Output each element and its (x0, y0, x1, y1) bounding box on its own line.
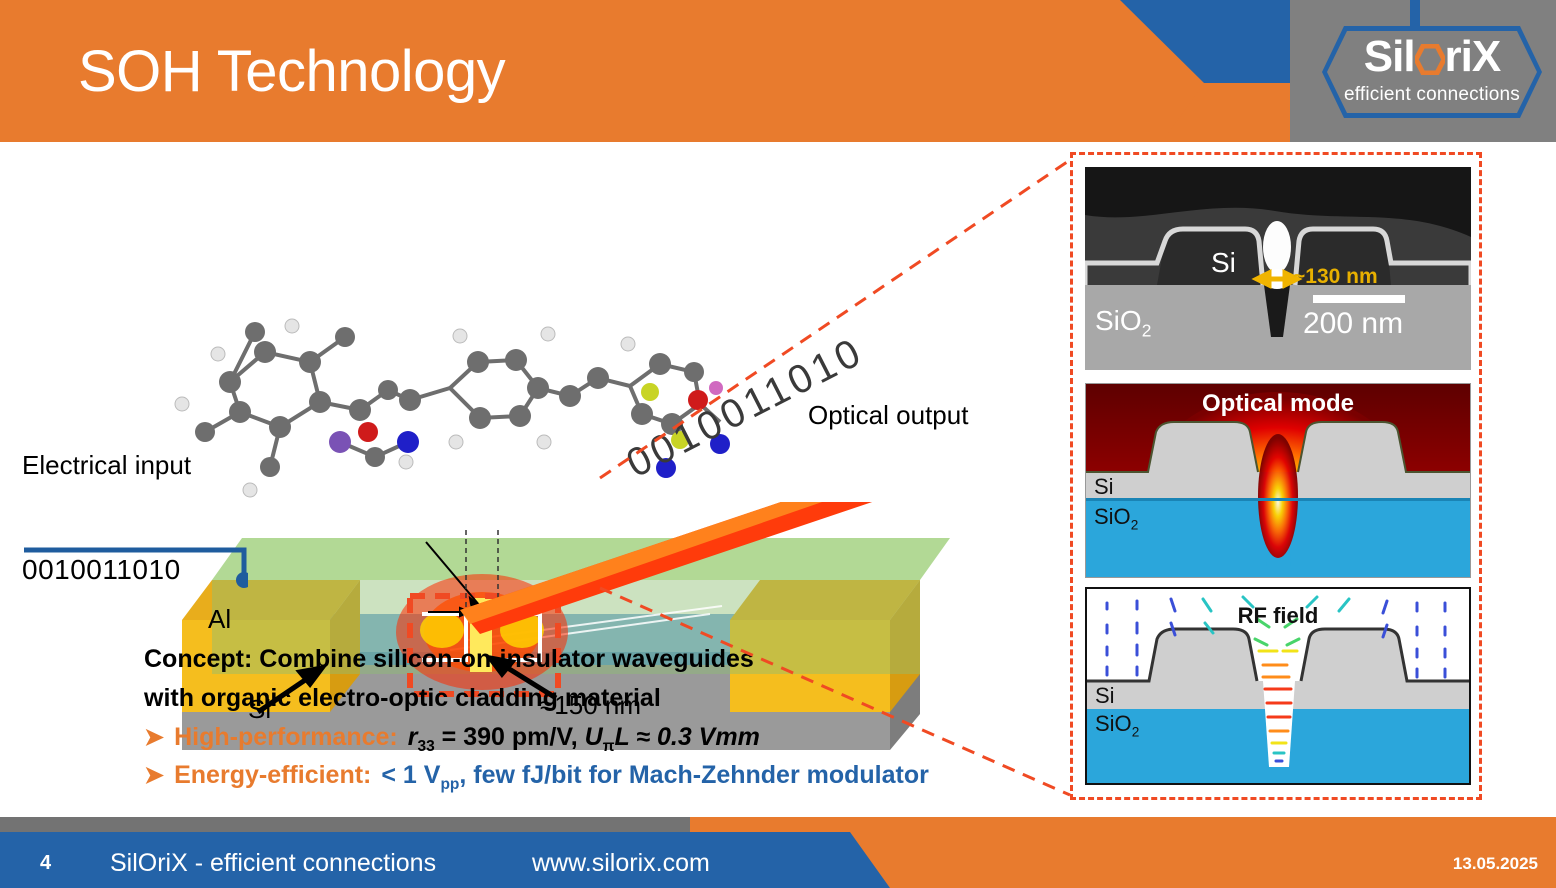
hexagon-icon (1414, 44, 1445, 75)
bullet-arrow-icon: ➤ (144, 762, 165, 789)
rf-field-sio2-label: SiO2 (1095, 711, 1139, 739)
rf-field-simulation: RF field Si SiO2 (1085, 587, 1471, 785)
sem-sio2-prefix: SiO (1095, 305, 1142, 336)
footer-company: SilOriX - efficient connections (110, 849, 437, 877)
r33-symbol: r (407, 723, 418, 751)
rf-field-si-label: Si (1095, 683, 1115, 708)
scale-bar-icon (1313, 295, 1405, 303)
upi-subscript: π (602, 738, 615, 755)
sem-sio2-sub: 2 (1141, 320, 1152, 341)
bullet1-lead: High-performance: (174, 723, 398, 751)
sem-micrograph: Si SiO2 ~130 nm 200 nm (1085, 167, 1471, 370)
concept-text-block: Concept: Combine silicon-on-insulator wa… (144, 640, 1044, 794)
page-number: 4 (40, 852, 52, 874)
chromophore-molecule-model (160, 292, 730, 522)
bullet1-value: r33 = 390 pm/V, UπL ≈ 0.3 Vmm (408, 723, 760, 756)
logo-wordmark: Sil riX (1322, 32, 1542, 82)
slide-header: SOH Technology Sil riX efficient connect… (0, 0, 1556, 142)
optical-output-label: Optical output (808, 400, 969, 430)
vpp-subscript: pp (440, 776, 460, 793)
footer-date: 13.05.2025 (1452, 854, 1538, 873)
footer-blue-band (0, 832, 890, 888)
upi-tail: L ≈ 0.3 Vmm (614, 723, 760, 751)
silicon-label: Si (248, 694, 272, 724)
concept-line-1: Concept: Combine silicon-on-insulator wa… (144, 645, 754, 673)
logo[interactable]: Sil riX efficient connections (1322, 26, 1542, 118)
rf-field-title: RF field (1237, 603, 1319, 628)
logo-text-part1: Sil (1363, 32, 1416, 81)
optical-mode-simulation: Optical mode Si SiO2 (1085, 383, 1471, 578)
bullet-energy-efficient: ➤ Energy-efficient: < 1 Vpp, few fJ/bit … (144, 761, 1044, 794)
slide-footer (0, 817, 1556, 888)
page-title: SOH Technology (78, 39, 506, 104)
rf-sio2-prefix: SiO (1095, 711, 1132, 736)
footer-url[interactable]: www.silorix.com (532, 849, 710, 877)
input-bitstream-label: 0010011010 (22, 554, 181, 585)
bullet-arrow-icon: ➤ (144, 724, 165, 751)
vpp-tail: , few fJ/bit for Mach-Zehnder modulator (459, 761, 929, 789)
aluminium-label: Al (208, 604, 232, 634)
r33-value: = 390 pm/V, (434, 723, 585, 751)
sem-sio2-label: SiO2 (1095, 305, 1151, 342)
sem-si-label: Si (1211, 247, 1236, 278)
bullet2-value: < 1 Vpp, few fJ/bit for Mach-Zehnder mod… (381, 761, 928, 794)
cross-section-panel: Si SiO2 ~130 nm 200 nm (1070, 152, 1482, 800)
electrical-input-label: Electrical input (22, 450, 192, 480)
om-sio2-sub: 2 (1130, 517, 1139, 533)
footer-gray-strip (0, 817, 710, 832)
r33-subscript: 33 (417, 738, 435, 755)
om-sio2-prefix: SiO (1094, 504, 1131, 529)
sem-scale-label: 200 nm (1303, 307, 1404, 340)
sem-slot-width-label: ~130 nm (1293, 265, 1378, 288)
optical-mode-si-label: Si (1094, 474, 1114, 499)
logo-text-part2: riX (1444, 32, 1502, 81)
concept-line-2: with organic electro-optic cladding mate… (144, 684, 661, 712)
rf-sio2-sub: 2 (1131, 724, 1140, 740)
optical-mode-title: Optical mode (1201, 390, 1355, 417)
sem-image: Si SiO2 ~130 nm 200 nm (1085, 167, 1471, 370)
bullet2-lead: Energy-efficient: (174, 761, 372, 789)
bullet-high-performance: ➤ High-performance: r33 = 390 pm/V, UπL … (144, 723, 1044, 756)
upi-symbol: U (584, 723, 603, 751)
vpp-prefix: < 1 V (381, 761, 441, 789)
optical-mode-sio2-label: SiO2 (1094, 504, 1138, 532)
logo-tagline: efficient connections (1343, 84, 1521, 105)
